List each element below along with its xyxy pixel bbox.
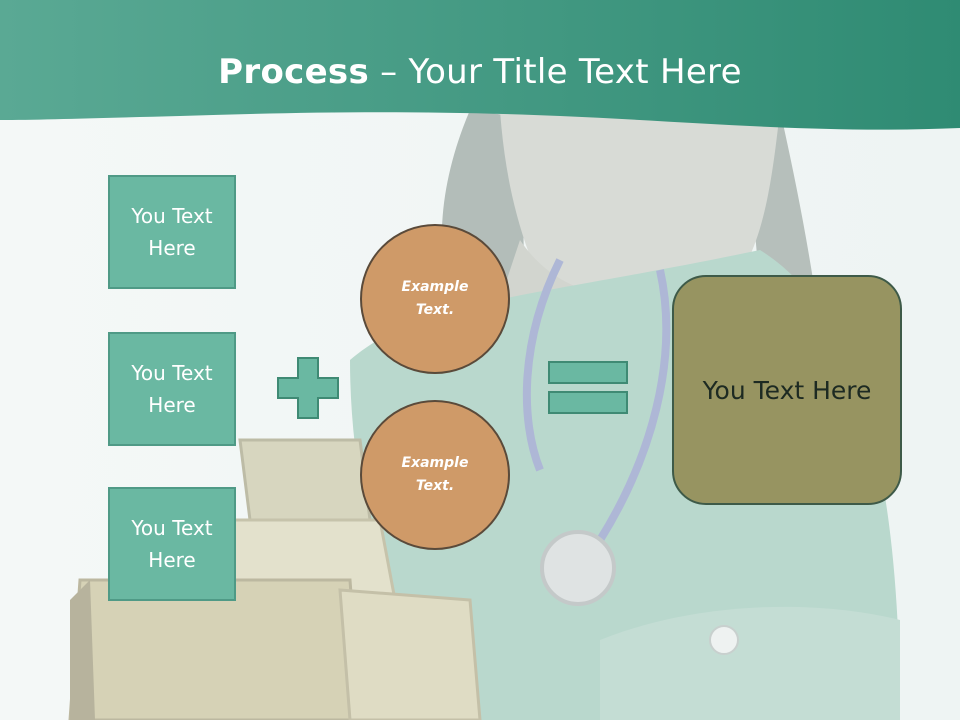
text-box-2: You Text Here: [108, 332, 236, 446]
example-circle-2: Example Text.: [360, 400, 510, 550]
text-box-3: You Text Here: [108, 487, 236, 601]
text-box-3-label: You Text Here: [131, 516, 213, 572]
text-box-1-label: You Text Here: [131, 204, 213, 260]
page-title: Process – Your Title Text Here: [0, 52, 960, 92]
title-dash: –: [369, 52, 409, 92]
equals-icon: [548, 361, 628, 414]
title-bold: Process: [218, 52, 370, 92]
header-band: [0, 0, 960, 130]
text-box-2-label: You Text Here: [131, 361, 213, 417]
text-box-1: You Text Here: [108, 175, 236, 289]
title-rest: Your Title Text Here: [408, 52, 742, 92]
plus-icon: [277, 357, 339, 419]
result-box: You Text Here: [672, 275, 902, 505]
result-box-label: You Text Here: [702, 375, 872, 405]
example-circle-1-label: Example Text.: [401, 279, 469, 318]
example-circle-2-label: Example Text.: [401, 455, 469, 494]
example-circle-1: Example Text.: [360, 224, 510, 374]
